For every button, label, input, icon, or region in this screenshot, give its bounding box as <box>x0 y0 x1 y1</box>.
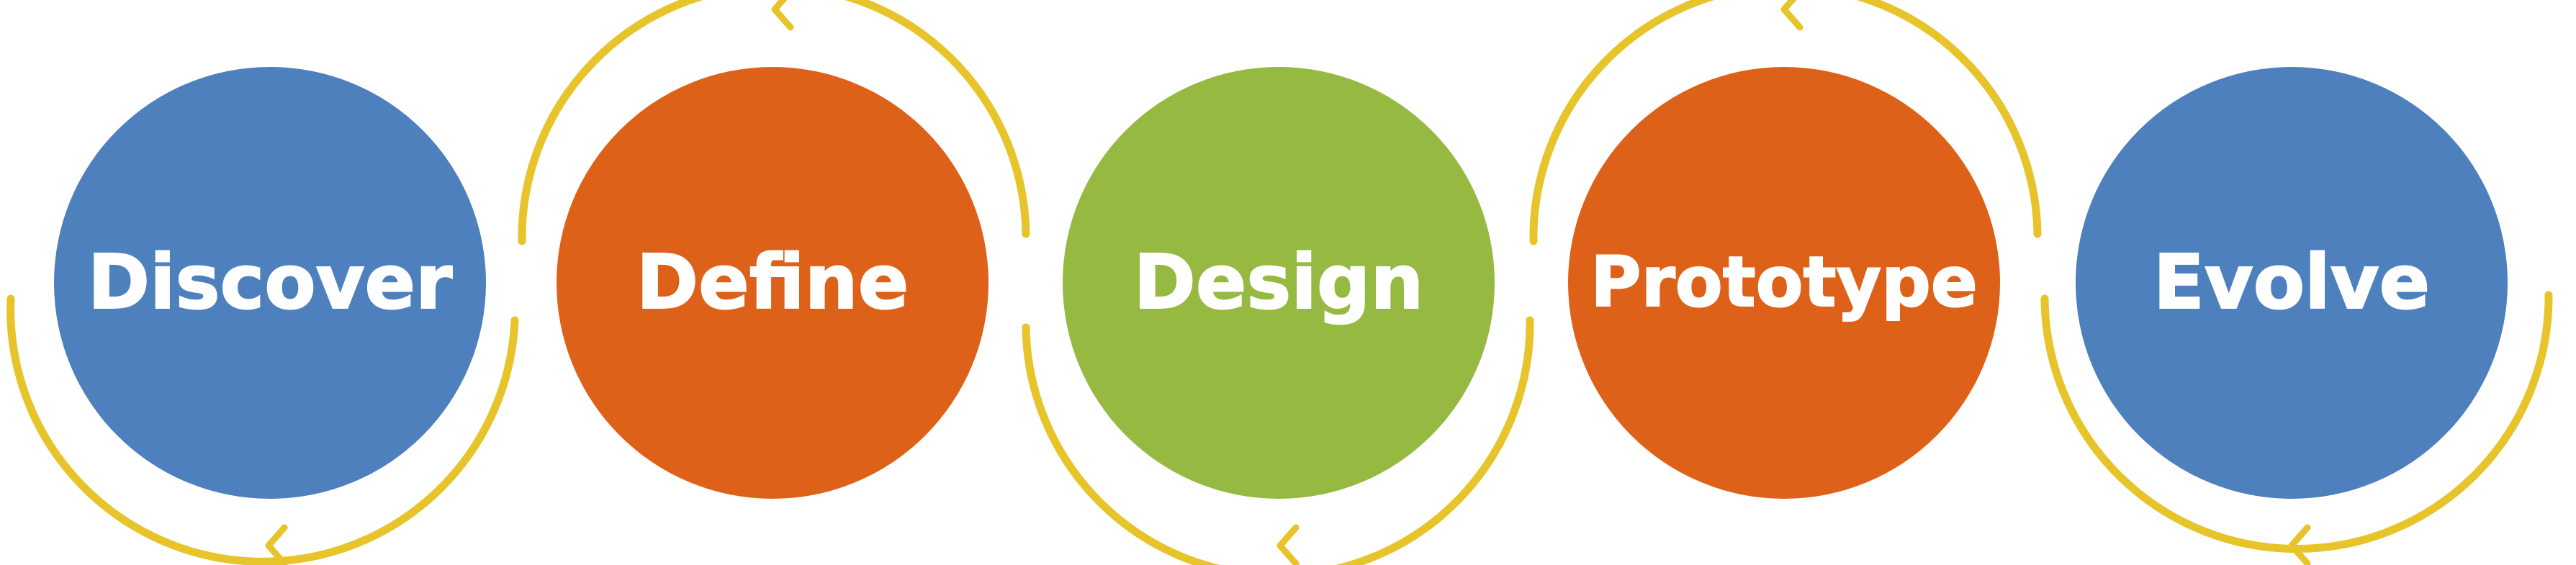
arc-top-prototype-evolve <box>1529 0 2042 245</box>
stage-label-design: Design <box>1134 238 1424 326</box>
arc-arrowheads <box>265 0 2311 565</box>
arrowhead-top-1-icon <box>771 0 794 31</box>
stage-label-discover: Discover <box>88 238 453 326</box>
stage-circle-prototype <box>1568 67 2000 499</box>
stage-circle-design <box>1063 67 1495 499</box>
stage-circle-define <box>557 67 988 499</box>
arrowhead-bottom-3-icon <box>2288 524 2311 565</box>
arrowhead-bottom-1-icon <box>265 524 288 565</box>
stage-circle-discover <box>54 67 486 499</box>
arc-bottom-discover-define <box>6 294 519 565</box>
stage-label-prototype: Prototype <box>1590 242 1978 322</box>
stage-label-evolve: Evolve <box>2153 238 2430 326</box>
stage-circles <box>54 67 2508 499</box>
stage-circle-evolve <box>2076 67 2508 499</box>
arrowhead-top-2-icon <box>1780 0 1803 31</box>
arc-top-define-design <box>518 0 1030 245</box>
stage-labels: Discover Define Design Prototype Evolve <box>87 238 2431 327</box>
stage-label-define: Define <box>636 238 909 326</box>
arc-bottom-design-prototype <box>1022 316 1534 565</box>
arrowhead-bottom-2-icon <box>1276 524 1300 565</box>
